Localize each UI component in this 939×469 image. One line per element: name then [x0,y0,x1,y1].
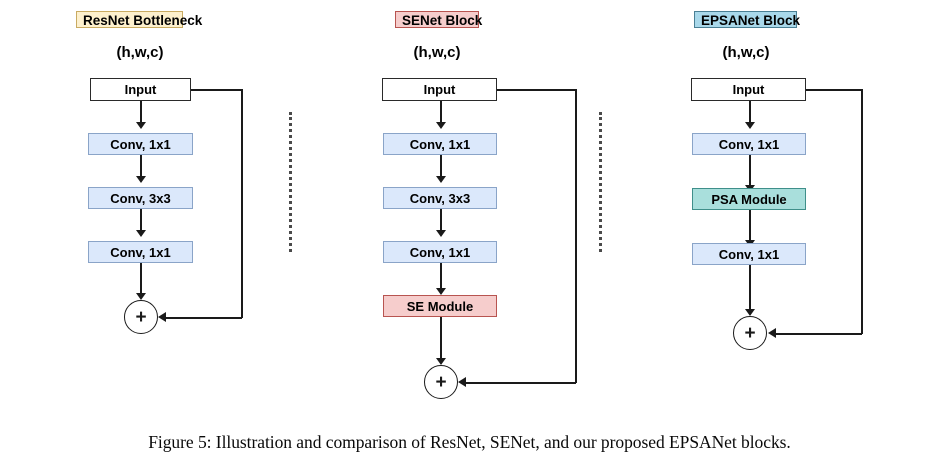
arrowhead-conv1-to-conv2-senet [436,176,446,183]
skip-arrowhead-senet [458,377,466,387]
arrowhead-input-to-conv1-resnet [136,122,146,129]
node-conv-2-epsanet: Conv, 1x1 [692,243,806,265]
arrowhead-conv1-to-conv2-resnet [136,176,146,183]
skip-connection-bottom-resnet [165,317,242,319]
column-divider-1 [289,112,295,252]
edge-conv2-to-conv3-resnet [140,209,142,231]
edge-input-to-conv1-senet [440,101,442,123]
node-input-epsanet: Input [691,78,806,101]
column-title-epsanet: EPSANet Block [694,11,800,28]
shape-label-senet: (h,w,c) [413,44,461,61]
node-conv-2-resnet: Conv, 3x3 [88,187,193,209]
arrowhead-se-to-add-senet [436,358,446,365]
skip-connection-bottom-epsanet [775,333,862,335]
edge-input-to-conv1-epsanet [749,101,751,123]
edge-conv1-to-psa-epsanet [749,155,751,187]
diagram-column-resnet: ResNet Bottleneck (h,w,c) Input Conv, 1x… [0,0,300,420]
node-conv-1-epsanet: Conv, 1x1 [692,133,806,155]
add-node-resnet: + [124,300,158,334]
node-psa-module: PSA Module [692,188,806,210]
add-node-epsanet: + [733,316,767,350]
node-input-resnet: Input [90,78,191,101]
add-node-senet: + [424,365,458,399]
edge-psa-to-conv2-epsanet [749,210,751,242]
arrowhead-conv2-to-add-epsanet [745,309,755,316]
diagram-column-epsanet: EPSANet Block (h,w,c) Input Conv, 1x1 PS… [600,0,900,420]
arrowhead-conv2-to-conv3-senet [436,230,446,237]
skip-connection-top-epsanet [806,89,863,91]
edge-conv3-to-add-resnet [140,263,142,294]
diagram-column-senet: SENet Block (h,w,c) Input Conv, 1x1 Conv… [300,0,600,420]
column-divider-2 [599,112,605,252]
skip-arrowhead-resnet [158,312,166,322]
edge-se-to-add-senet [440,317,442,359]
arrowhead-input-to-conv1-epsanet [745,122,755,129]
edge-conv3-to-se-senet [440,263,442,290]
skip-connection-side-senet [575,89,577,383]
arrowhead-input-to-conv1-senet [436,122,446,129]
node-se-module: SE Module [383,295,497,317]
edge-conv2-to-conv3-senet [440,209,442,231]
skip-connection-top-senet [497,89,577,91]
figure-caption: Figure 5: Illustration and comparison of… [148,432,791,452]
edge-input-to-conv1-resnet [140,101,142,123]
node-conv-2-senet: Conv, 3x3 [383,187,497,209]
column-title-resnet: ResNet Bottleneck [76,11,202,28]
edge-conv1-to-conv2-resnet [140,155,142,177]
shape-label-epsanet: (h,w,c) [722,44,770,61]
skip-connection-side-epsanet [861,89,863,334]
skip-connection-side-resnet [241,89,243,318]
node-input-senet: Input [382,78,497,101]
edge-conv1-to-conv2-senet [440,155,442,177]
node-conv-1-resnet: Conv, 1x1 [88,133,193,155]
node-conv-3-senet: Conv, 1x1 [383,241,497,263]
arrowhead-conv3-to-se-senet [436,288,446,295]
skip-connection-bottom-senet [465,382,576,384]
column-title-senet: SENet Block [395,11,482,28]
arrowhead-conv3-to-add-resnet [136,293,146,300]
skip-connection-top-resnet [191,89,243,91]
node-conv-1-senet: Conv, 1x1 [383,133,497,155]
skip-arrowhead-epsanet [768,328,776,338]
edge-conv2-to-add-epsanet [749,265,751,310]
shape-label-resnet: (h,w,c) [116,44,164,61]
node-conv-3-resnet: Conv, 1x1 [88,241,193,263]
arrowhead-conv2-to-conv3-resnet [136,230,146,237]
